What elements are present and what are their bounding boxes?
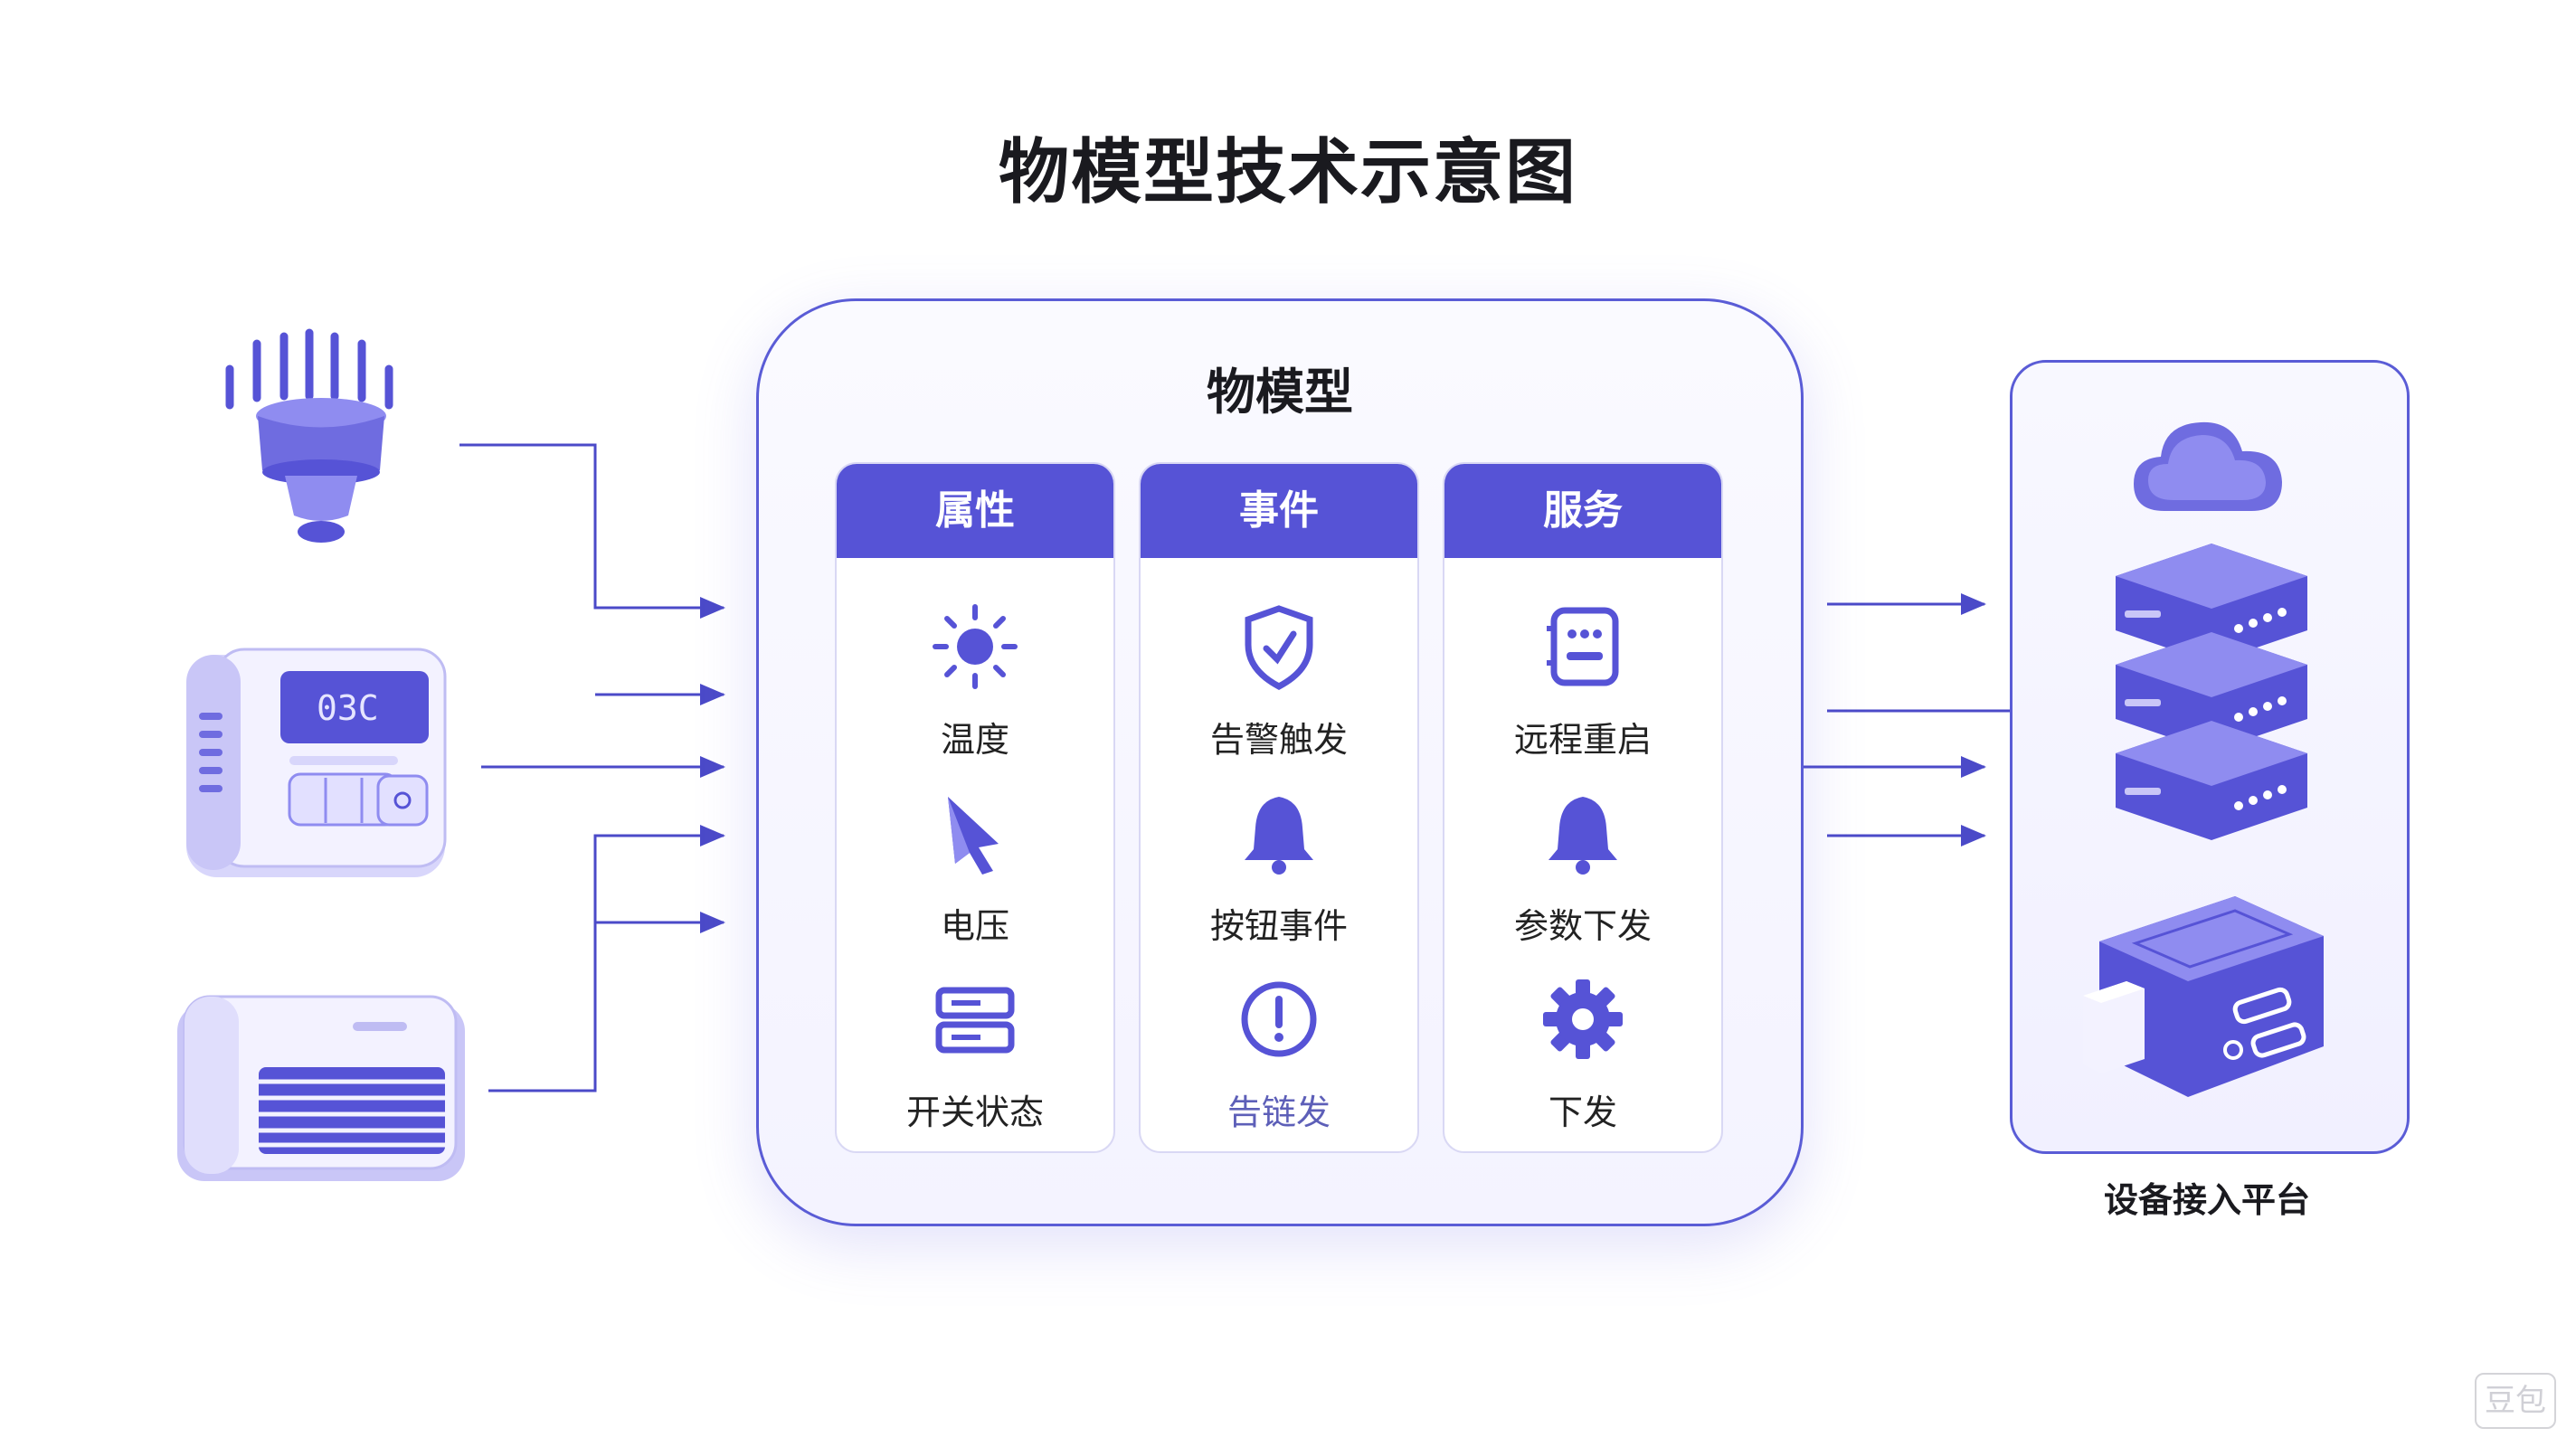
event-item-alarm-trigger: 告警触发 [1141, 601, 1417, 761]
property-item-voltage: 电压 [837, 788, 1113, 948]
device-connectors [459, 443, 725, 1092]
service-item-push: 下发 [1444, 974, 1721, 1134]
thermostat-icon: 03C [186, 648, 447, 877]
platform-label: 设备接入平台 [2103, 1180, 2310, 1220]
service-label: 远程重启 [1513, 720, 1652, 760]
platform-connectors [1802, 593, 2010, 846]
sun-icon [933, 604, 1018, 689]
service-label: 参数下发 [1513, 906, 1652, 946]
gateway-box-icon [2083, 896, 2324, 1097]
watermark-logo: 豆包 [2475, 1373, 2556, 1429]
shield-icon [1245, 605, 1313, 690]
keypad-icon [1547, 607, 1619, 686]
properties-column: 属性 温度 电压 [835, 462, 1115, 1153]
smart-light-icon [225, 328, 393, 543]
properties-header: 属性 [837, 464, 1113, 558]
alert-circle-icon [1241, 981, 1317, 1057]
event-label: 按钮事件 [1209, 906, 1348, 946]
property-item-temperature: 温度 [837, 601, 1113, 761]
events-header: 事件 [1141, 464, 1417, 558]
server-stack-icon [2116, 544, 2307, 840]
device-access-platform-panel [2010, 360, 2410, 1154]
event-label: 告链发 [1226, 1092, 1331, 1132]
page-title: 物模型技术示意图 [998, 132, 1577, 213]
services-column: 服务 远程重启 参数下发 [1443, 462, 1723, 1153]
services-header: 服务 [1444, 464, 1721, 558]
gear-icon [1543, 979, 1623, 1059]
event-item-alert-chain: 告链发 [1141, 974, 1417, 1134]
service-item-param-push: 参数下发 [1444, 788, 1721, 948]
event-item-button-event: 按钮事件 [1141, 788, 1417, 948]
thing-model-title: 物模型 [1207, 364, 1353, 421]
property-label: 电压 [940, 906, 1009, 946]
event-label: 告警触发 [1209, 720, 1348, 760]
cursor-arrow-icon [948, 797, 999, 875]
air-conditioner-icon [177, 995, 465, 1181]
property-label: 温度 [940, 720, 1009, 760]
property-label: 开关状态 [905, 1092, 1044, 1132]
service-item-remote-reboot: 远程重启 [1444, 601, 1721, 761]
thing-model-panel: 物模型 属性 温度 电压 [756, 298, 1804, 1226]
service-label: 下发 [1548, 1092, 1617, 1132]
bell-icon [1245, 797, 1313, 875]
bell-icon [1548, 797, 1617, 875]
thermostat-display-text: 03C [317, 688, 379, 728]
property-item-switch-state: 开关状态 [837, 974, 1113, 1134]
events-column: 事件 告警触发 按钮事件 告链发 [1139, 462, 1419, 1153]
cloud-icon [2134, 421, 2282, 511]
server-switch-icon [935, 987, 1015, 1054]
